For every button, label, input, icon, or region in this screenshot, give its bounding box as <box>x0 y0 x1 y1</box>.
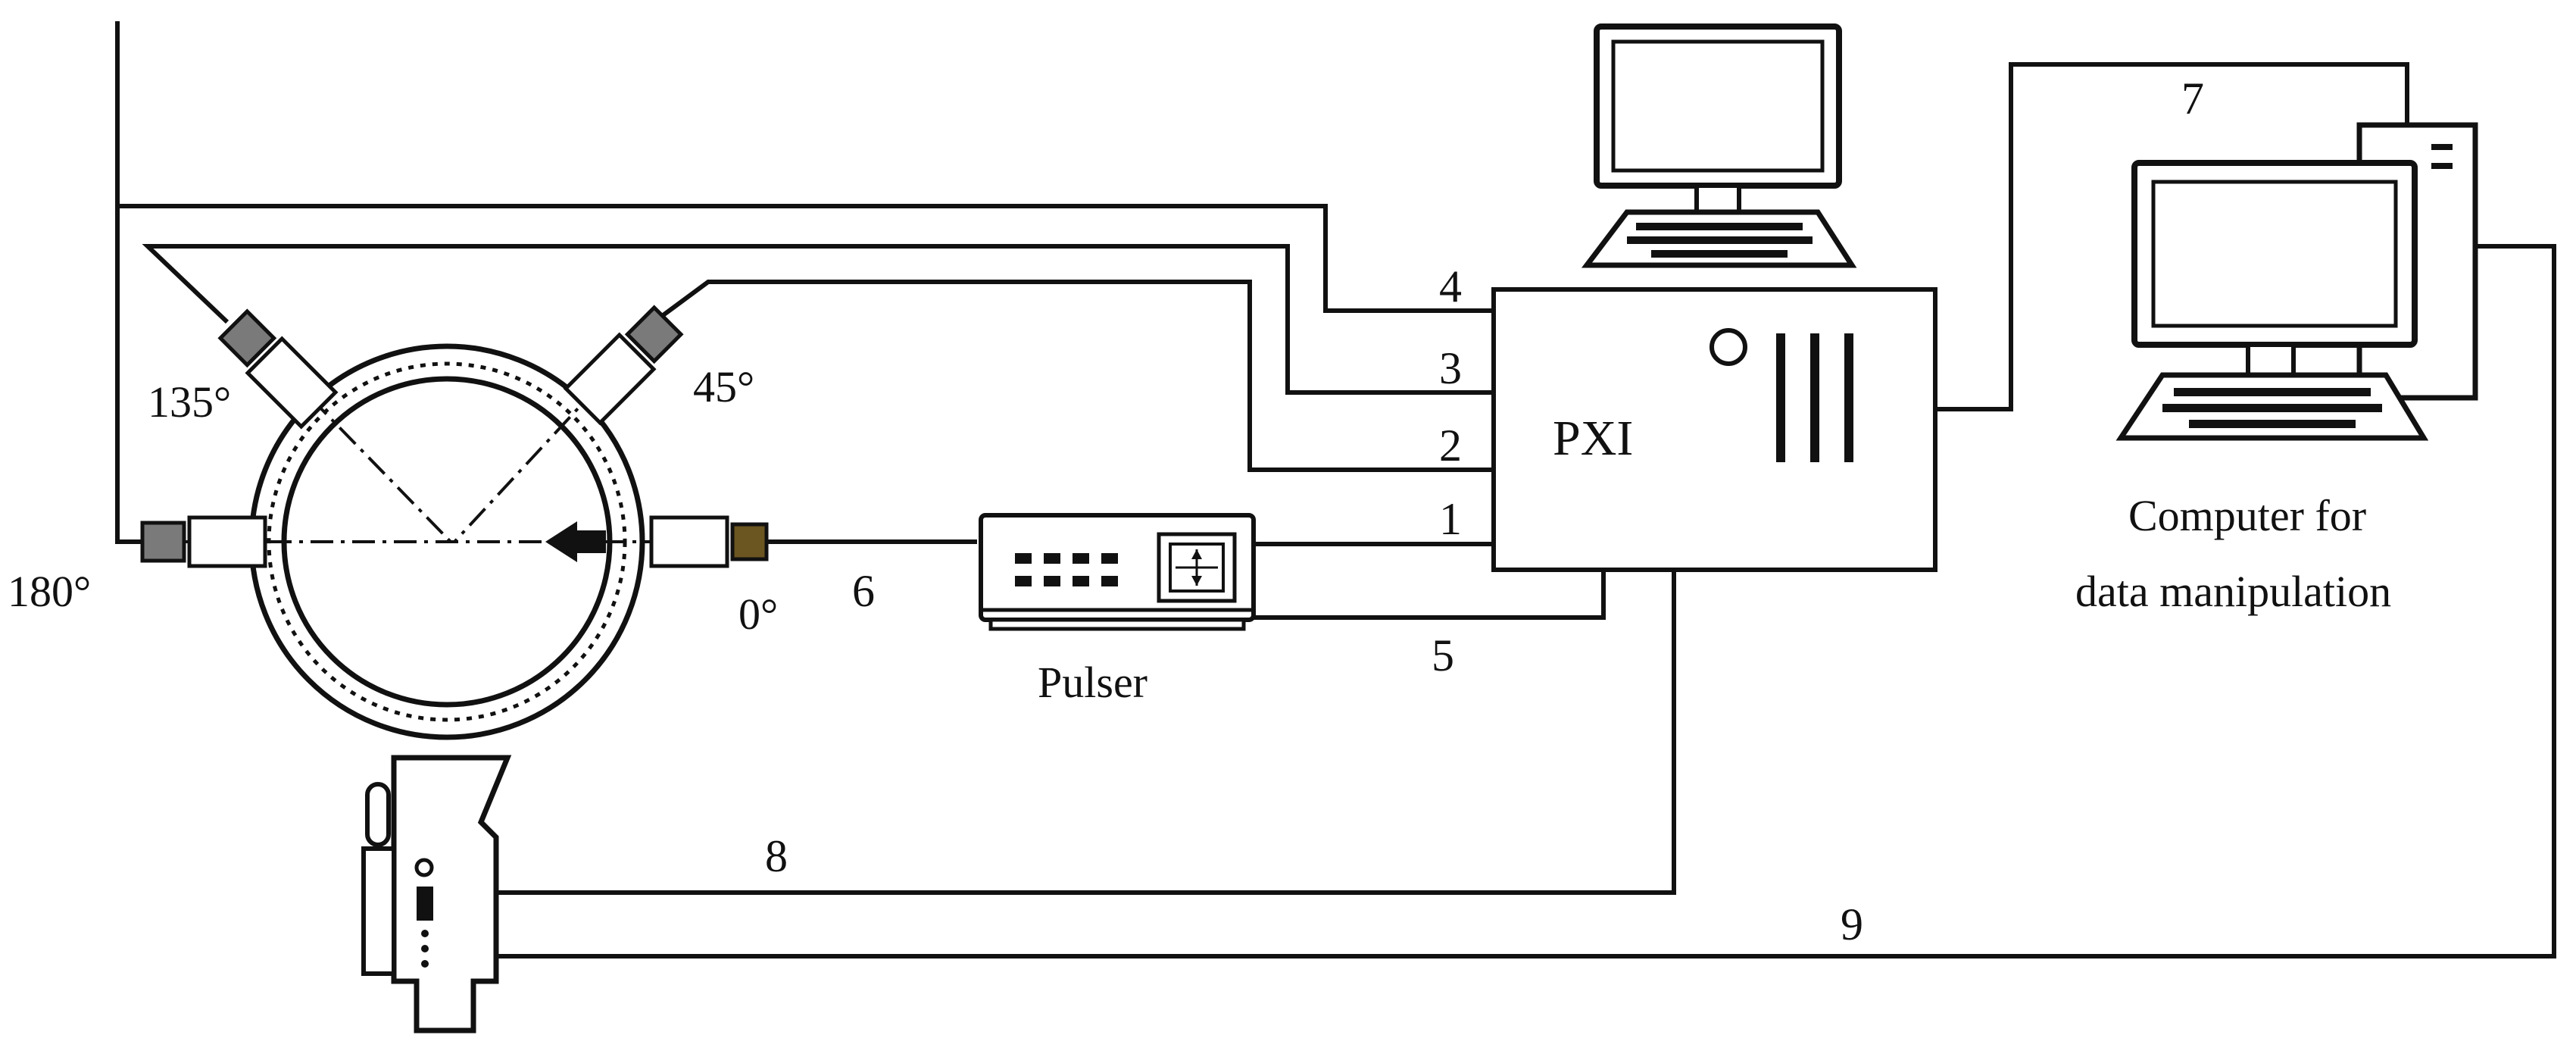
wire-2 <box>657 280 1492 472</box>
connection-label-5: 5 <box>1432 630 1454 680</box>
sensor-45-icon <box>624 305 684 364</box>
connection-label-7: 7 <box>2181 73 2204 124</box>
pulser-device <box>979 513 1256 631</box>
pxi-power-icon <box>1710 328 1747 366</box>
pxi-label: PXI <box>1553 411 1633 466</box>
sensor-180-icon <box>140 521 186 563</box>
wire-4 <box>117 204 1492 313</box>
sensor-0-icon <box>730 522 769 561</box>
beam-axis-135 <box>309 396 452 543</box>
transducer-135 <box>217 308 339 430</box>
wave-direction-arrow-icon <box>545 521 606 562</box>
computer-label-line2: data manipulation <box>2075 567 2391 616</box>
connection-label-8: 8 <box>765 831 788 881</box>
pulser-buttons-icon <box>1015 553 1118 586</box>
transducer-0 <box>649 515 780 568</box>
connection-label-9: 9 <box>1841 899 1863 949</box>
transducer-180 <box>140 515 267 568</box>
beam-axis-45 <box>453 385 600 543</box>
pipe-cross-section <box>186 343 712 740</box>
wire-8 <box>496 570 1676 895</box>
pulser-label: Pulser <box>1038 658 1147 707</box>
connection-label-1: 1 <box>1439 494 1462 544</box>
transducer-45 <box>563 305 684 426</box>
camera-icon <box>361 755 512 1034</box>
computer-label-line1: Computer for <box>2128 491 2366 540</box>
angle-label-45: 45° <box>693 362 754 411</box>
angle-label-135: 135° <box>148 377 231 427</box>
wire-180-sensor <box>115 21 142 544</box>
connection-label-2: 2 <box>1439 421 1462 471</box>
pulser-dial-icon <box>1157 532 1237 603</box>
pxi-chassis <box>1491 287 1937 572</box>
connection-label-3: 3 <box>1439 343 1462 393</box>
angle-label-180: 180° <box>8 567 91 616</box>
wiring <box>115 21 2556 958</box>
sensor-135-icon <box>217 308 277 368</box>
data-computer-icon <box>2115 122 2478 441</box>
wire-3 <box>142 244 1492 395</box>
wire-5 <box>1254 570 1606 620</box>
connection-label-6: 6 <box>852 566 875 616</box>
wire-7 <box>1935 62 2409 411</box>
connection-label-4: 4 <box>1439 261 1462 311</box>
pxi-monitor-icon <box>1581 23 1857 268</box>
wire-9 <box>496 244 2556 958</box>
angle-label-0: 0° <box>738 589 778 639</box>
